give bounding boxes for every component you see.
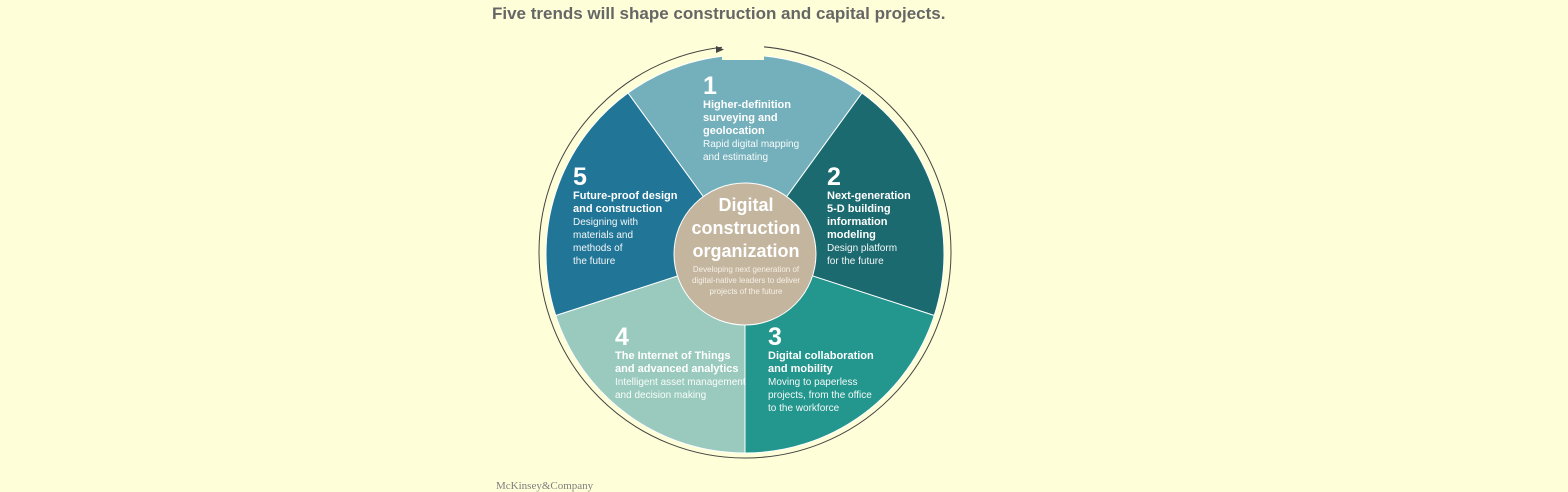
segment-4-description: Intelligent asset management and decisio…: [615, 377, 746, 401]
segment-4-title: The Internet of Things and advanced anal…: [615, 350, 739, 375]
segment-2-title: Next-generation 5-D building information…: [827, 190, 911, 241]
segment-5-number: 5: [573, 163, 587, 191]
segment-1-number: 1: [703, 72, 717, 100]
segment-4-number: 4: [615, 323, 629, 351]
segment-3-number: 3: [768, 323, 782, 351]
diagram-title: Five trends will shape construction and …: [492, 4, 946, 23]
ring-gap: [722, 40, 764, 60]
segment-5-description: Designing with materials and methods of …: [573, 217, 639, 267]
segment-5-text: 5 Future-proof design and construction D…: [573, 164, 678, 268]
cycle-arrow-icon: [716, 46, 724, 53]
segment-3-description: Moving to paperless projects, from the o…: [768, 377, 872, 414]
segment-2-description: Design platform for the future: [827, 243, 898, 267]
segment-5-title: Future-proof design and construction: [573, 190, 678, 215]
segment-1-title: Higher-definition surveying and geolocat…: [703, 99, 791, 137]
segment-3-text: 3 Digital collaboration and mobility Mov…: [768, 324, 874, 415]
center-description: Developing next generation of digital-na…: [691, 265, 801, 296]
segment-4-text: 4 The Internet of Things and advanced an…: [615, 324, 746, 402]
segment-1-description: Rapid digital mapping and estimating: [703, 139, 800, 163]
segment-2-text: 2 Next-generation 5-D building informati…: [827, 164, 911, 268]
segment-3-title: Digital collaboration and mobility: [768, 350, 874, 375]
segment-1-text: 1 Higher-definition surveying and geoloc…: [703, 73, 799, 164]
segment-2-number: 2: [827, 163, 841, 191]
center-title: Digital construction organization: [691, 195, 801, 261]
center-circle: [673, 182, 817, 326]
company-logo: McKinsey&Company: [496, 480, 594, 492]
